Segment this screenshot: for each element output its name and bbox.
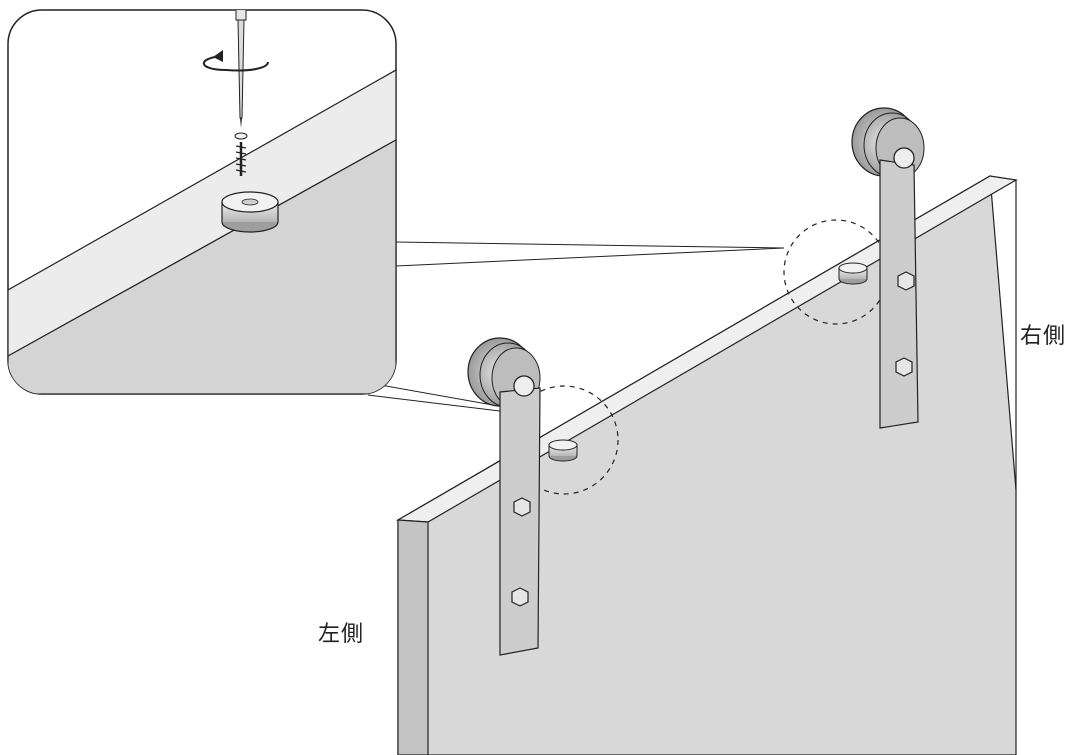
leader-line-bottom [395, 247, 785, 267]
bolt-right-1 [897, 271, 915, 291]
detail-circle-left [509, 385, 619, 495]
hanger-right [851, 107, 925, 429]
rotation-arrow-icon [202, 50, 269, 72]
door-side-edge [397, 519, 429, 755]
bolt-right-2 [895, 357, 913, 377]
screwdriver-icon [235, 10, 247, 128]
door-panel [396, 175, 1018, 755]
right-side-label: 右側 [1020, 324, 1067, 349]
detail-inset [7, 9, 785, 413]
door-stop-right [838, 262, 868, 285]
strap-right [879, 159, 919, 429]
bolt-left-1 [513, 497, 531, 517]
strap-left [499, 387, 541, 656]
leader-line-top [395, 241, 785, 249]
door-stop-magnified [221, 191, 279, 233]
leader-line-left-2 [367, 394, 509, 413]
hanger-left [467, 337, 541, 656]
left-side-label: 左側 [318, 622, 365, 647]
door-stop-left [548, 439, 578, 462]
bolt-left-2 [511, 587, 529, 607]
screw-icon [234, 132, 248, 176]
